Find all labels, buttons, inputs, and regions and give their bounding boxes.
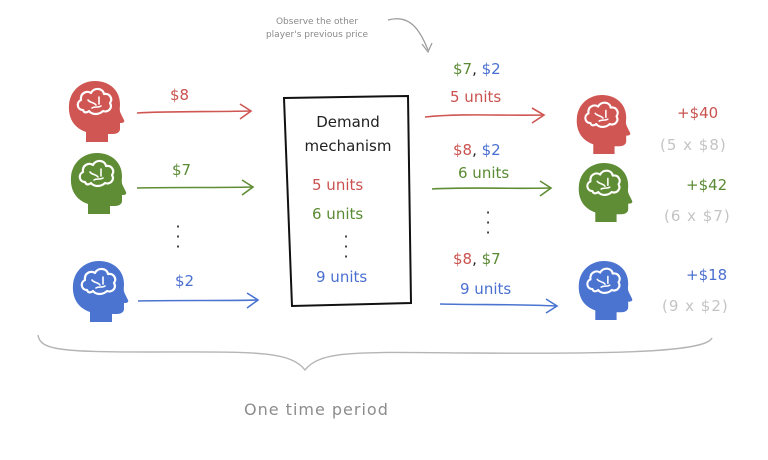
arrow-green-out	[431, 180, 553, 197]
price-label-red: $8	[170, 86, 190, 104]
payoff-red: +$40	[677, 104, 719, 122]
head-brain-icon	[72, 261, 129, 322]
observed-prices-red: $7, $2	[453, 60, 501, 78]
annotation-arrow	[387, 18, 429, 51]
time-period-label: One time period	[244, 400, 389, 419]
arrow-red-in	[136, 103, 253, 120]
payoff-formula-blue: (9 x $2)	[662, 297, 729, 315]
observed-price: $8	[453, 141, 473, 159]
mechanism-title: Demand mechanism	[296, 110, 400, 158]
units-label-blue: 9 units	[460, 280, 512, 298]
observed-price: $7	[453, 60, 473, 78]
arrow-green-in	[136, 179, 255, 196]
observed-price: $7	[481, 250, 501, 268]
arrow-blue-in	[137, 292, 260, 309]
arrow-red-out	[424, 107, 546, 124]
time-period-brace	[37, 334, 713, 372]
annotation-line-1: Observe the other	[275, 17, 359, 27]
arrow-blue-out	[439, 298, 559, 314]
price-label-green: $7	[172, 161, 192, 179]
units-label-red: 5 units	[450, 88, 502, 106]
observed-price: $2	[481, 60, 501, 78]
ellipsis-right: ···	[485, 203, 491, 242]
annotation-text: Observe the other player's previous pric…	[262, 16, 372, 42]
mechanism-title-line-1: Demand	[316, 113, 380, 131]
head-brain-icon	[70, 153, 127, 214]
observed-price: $8	[453, 250, 473, 268]
price-label-blue: $2	[175, 272, 195, 290]
payoff-green: +$42	[686, 176, 728, 194]
observed-prices-blue: $8, $7	[453, 250, 501, 268]
units-label-green: 6 units	[458, 164, 510, 182]
head-brain-icon	[576, 94, 631, 154]
observed-price: $2	[481, 141, 501, 159]
head-brain-icon	[578, 162, 633, 222]
mechanism-units-blue: 9 units	[316, 268, 368, 286]
payoff-formula-green: (6 x $7)	[664, 207, 731, 225]
head-brain-icon	[68, 81, 125, 142]
mechanism-title-line-2: mechanism	[304, 137, 392, 155]
ellipsis-mechanism: ···	[343, 227, 349, 266]
mechanism-units-green: 6 units	[312, 205, 364, 223]
ellipsis-left: ···	[175, 217, 181, 256]
mechanism-box	[282, 94, 413, 308]
annotation-line-2: player's previous price	[265, 30, 369, 40]
payoff-blue: +$18	[686, 266, 728, 284]
mechanism-units-red: 5 units	[312, 176, 364, 194]
observed-prices-green: $8, $2	[453, 141, 501, 159]
head-brain-icon	[578, 260, 633, 320]
payoff-formula-red: (5 x $8)	[660, 136, 727, 154]
